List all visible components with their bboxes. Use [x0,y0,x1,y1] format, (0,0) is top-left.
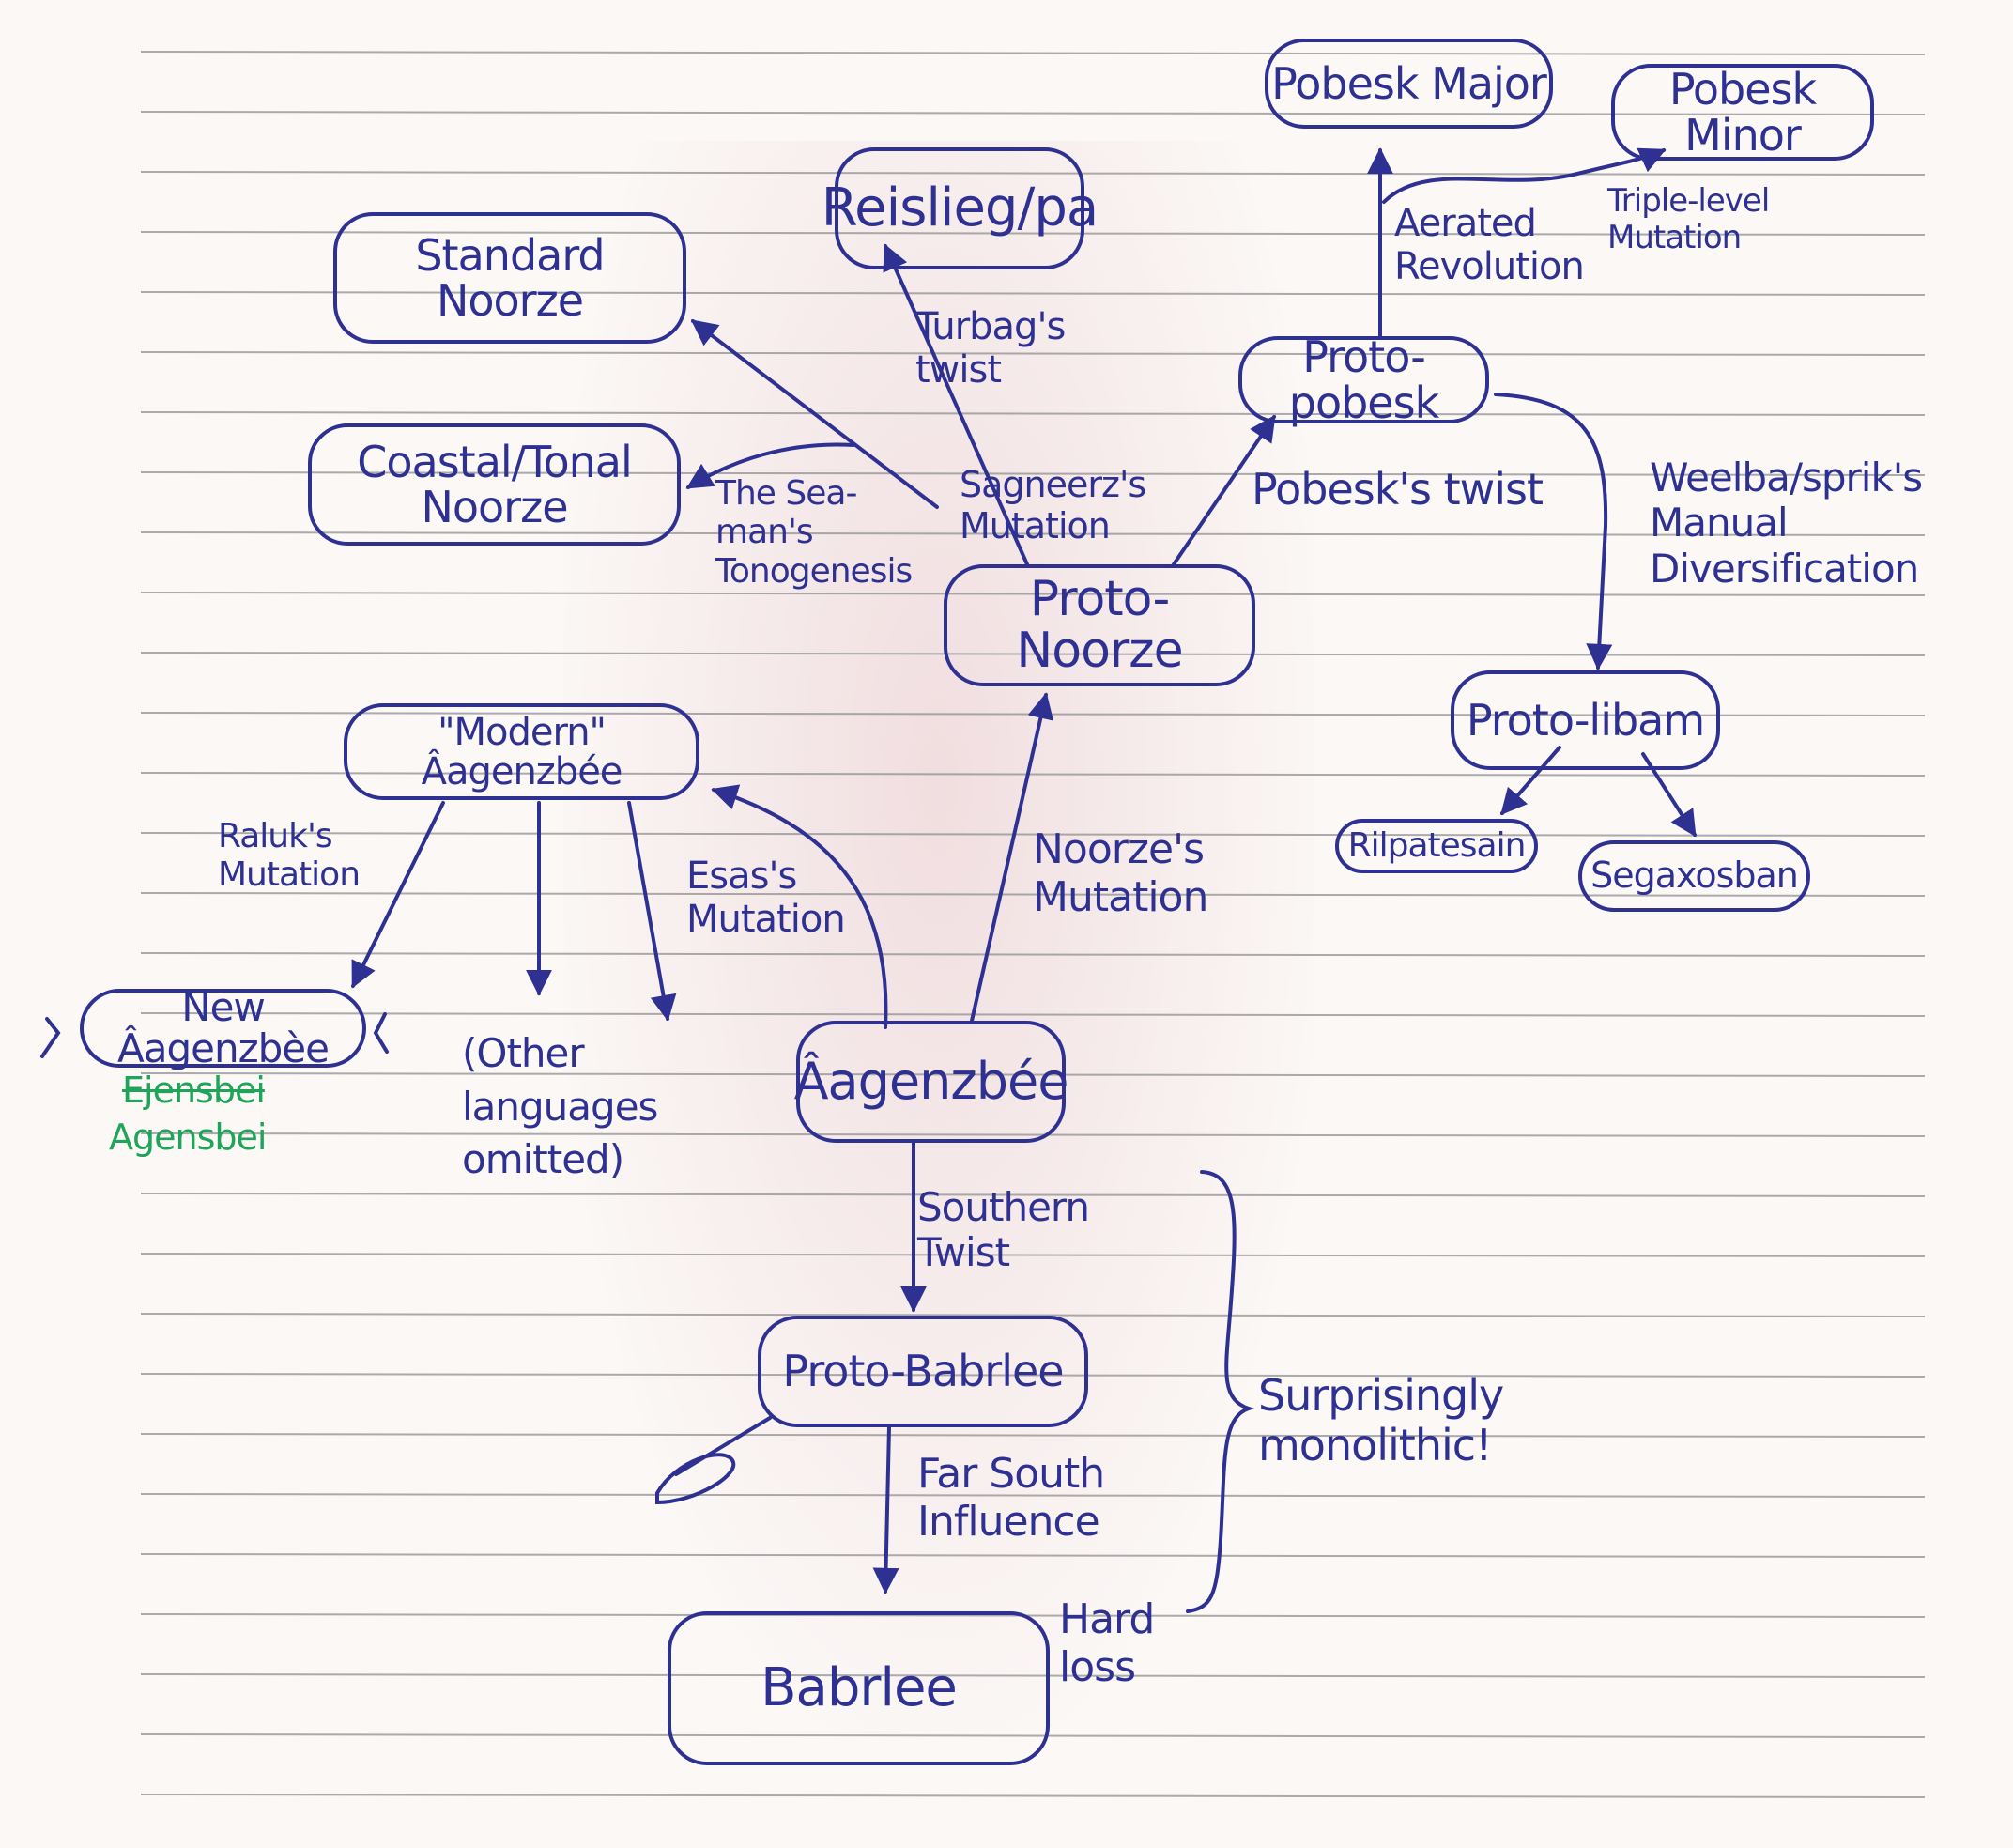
label-other-languages-omitted: (Other languages omitted) [462,1030,658,1183]
arrow-modern-to-new-aagenzbee [351,801,445,989]
node-proto-noorze: Proto-Noorze [944,564,1255,686]
node-pobesk-minor: Pobesk Minor [1611,64,1874,161]
label-surprisingly-monolithic: Surprisingly monolithic! [1258,1370,1504,1471]
new-aagenzbee-left-mark [40,1017,61,1058]
label-far-south-influence: Far South Influence [917,1450,1105,1546]
new-aagenzbee-right-mark [373,1012,389,1054]
ruled-line [140,1072,1926,1077]
ruled-line [140,531,1926,536]
label-esas-mutation: Esas's Mutation [686,855,846,941]
label-ejensbei-struck: Ejensbei [122,1070,266,1111]
ruled-line [140,231,1926,236]
ruled-line [140,1373,1926,1378]
ruled-line [140,111,1926,116]
label-southern-twist: Southern Twist [917,1184,1090,1276]
ruled-line [140,592,1926,596]
ruled-line [140,832,1926,837]
label-sea-mans-tonogenesis: The Sea-man's Tonogenesis [715,474,913,591]
arrow-to-standard-noorze [690,319,939,509]
ruled-line [140,1193,1926,1197]
paper-stain [563,141,1314,1737]
arrow-aagenzbee-to-proto-noorze [970,692,1054,1023]
arrow-proto-noorze-to-proto-pobesk [1172,414,1276,566]
label-pobesks-twist: Pobesk's twist [1252,464,1544,515]
node-reisliegfpa: Reislieg/pa [822,147,1099,270]
ruled-line [140,411,1926,416]
ruled-line [140,1433,1926,1438]
ruled-line [140,1012,1926,1017]
ruled-line [140,471,1926,476]
node-new-aagenzbee: New Âagenzbèe [80,986,366,1070]
ruled-line [140,171,1926,176]
curly-brace [1186,1170,1255,1613]
node-babrlee: Babrlee [668,1611,1050,1765]
label-agensbei: Agensbei [109,1116,267,1158]
ruled-line [140,952,1926,957]
ruled-line [140,1673,1926,1678]
node-pobesk-major: Pobesk Major [1265,38,1553,129]
arrow-proto-libam-to-rilpatesain [1500,746,1561,816]
ruled-line [140,291,1926,296]
ruled-line [140,351,1926,356]
node-modern-aagenzbee: "Modern" Âagenzbée [344,703,699,800]
label-aerated-revolution: Aerated Revolution [1394,202,1585,288]
ruled-lines [140,51,1926,1798]
label-weelba-manual-diversification: Weelba/sprik's Manual Diversification [1650,454,1923,592]
ruled-line [140,1794,1926,1798]
arrow-modern-to-other-2 [627,801,677,1022]
ruled-line [140,652,1926,656]
arrow-to-coastal-noorze [685,442,855,489]
node-proto-pobesk: Proto-pobesk [1238,334,1489,425]
label-triple-level-mutation: Triple-level Mutation [1607,182,1770,257]
ruled-line [140,772,1926,777]
arrow-proto-noorze-to-reisliegfpa [883,243,1029,566]
node-proto-babrlee: Proto-Babrlee [758,1316,1088,1427]
label-hard-loss: Hard loss [1059,1595,1155,1691]
node-standard-noorze: Standard Noorze [333,212,686,344]
label-sagneerz-mutation: Sagneerz's Mutation [960,464,1146,547]
arrow-aagenzbee-to-modern [711,784,888,1029]
ruled-line [140,1553,1926,1558]
ruled-line [140,1253,1926,1257]
arrow-proto-babrlee-to-babrlee [872,1425,899,1594]
node-rilpatesain: Rilpatesain [1335,819,1538,873]
ruled-line [140,1493,1926,1498]
arrow-proto-pobesk-to-proto-libam [1494,393,1613,670]
label-turbags-twist: Turbag's twist [915,305,1066,392]
node-aagenzbee: Âagenzbée [794,1021,1068,1143]
arrow-to-pobesk-minor [1382,147,1667,204]
node-proto-libam: Proto-libam [1451,670,1720,770]
ruled-line [140,892,1926,897]
label-noorzes-mutation: Noorze's Mutation [1033,825,1208,921]
ruled-line [140,1313,1926,1317]
ruled-line [140,1613,1926,1618]
pen-doodle-icon [655,1416,772,1505]
label-raluk-mutation: Raluk's Mutation [218,817,361,895]
ruled-line [140,51,1926,55]
node-coastal-noorze: Coastal/Tonal Noorze [308,424,681,546]
node-segaxosban: Segaxosban [1578,840,1810,912]
